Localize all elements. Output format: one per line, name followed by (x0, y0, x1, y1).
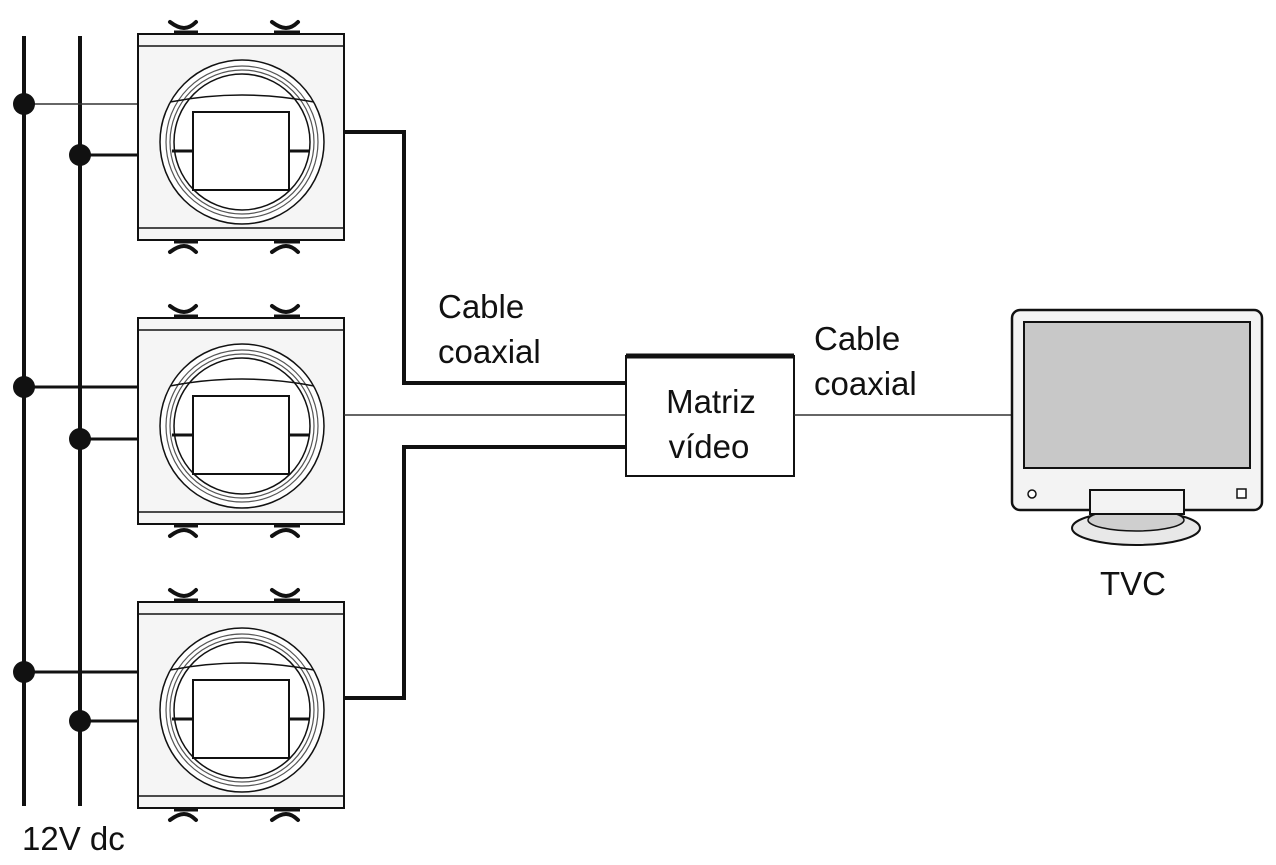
matrix-label-line1: Matriz (666, 383, 756, 420)
tv-monitor-icon (1010, 308, 1264, 546)
power-taps (13, 93, 138, 732)
power-label: 12V dc (22, 820, 125, 857)
junction-dot (69, 144, 91, 166)
cable-label-top-line1: Cable (438, 288, 524, 325)
matrix-label-line2: vídeo (669, 428, 750, 465)
coaxial-cables-cameras (344, 130, 626, 700)
video-matrix-box (625, 353, 795, 477)
junction-dot (69, 710, 91, 732)
junction-dot (13, 376, 35, 398)
cable-label-right-line2: coaxial (814, 365, 917, 402)
junction-dot (13, 661, 35, 683)
junction-dot (69, 428, 91, 450)
junction-dot (13, 93, 35, 115)
camera-1-icon (136, 20, 346, 254)
cable-label-right-line1: Cable (814, 320, 900, 357)
tv-label: TVC (1100, 565, 1166, 602)
camera-3-icon (136, 588, 346, 822)
cable-label-top-line2: coaxial (438, 333, 541, 370)
camera-2-icon (136, 304, 346, 538)
